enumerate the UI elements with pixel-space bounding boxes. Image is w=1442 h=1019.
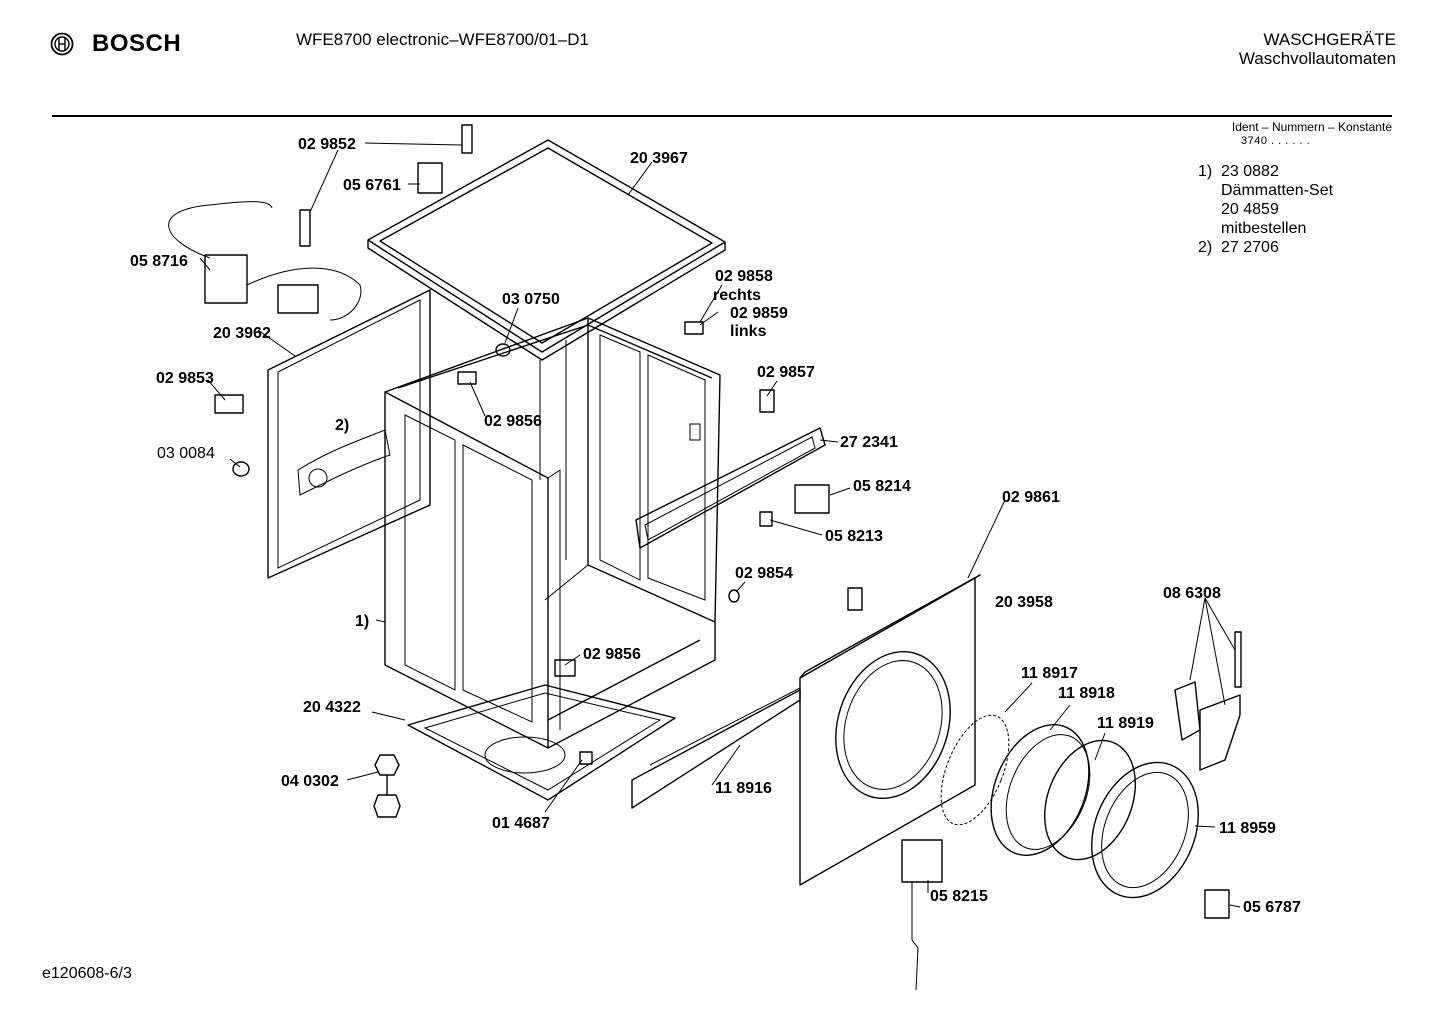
category-subtitle: Waschvollautomaten — [1238, 49, 1396, 68]
part-label-118919: 11 8919 — [1097, 715, 1154, 732]
note-item: 2) 27 2706 — [1198, 238, 1333, 257]
part-label-029853: 02 9853 — [156, 370, 214, 387]
part-label-029858: 02 9858 — [715, 268, 773, 285]
bosch-logo-icon — [50, 32, 74, 56]
notes-list: 1) 23 0882 Dämmatten-Set 20 4859 mitbest… — [1198, 162, 1333, 257]
part-label-058213: 05 8213 — [825, 528, 883, 545]
left-side-panel — [267, 289, 431, 579]
part-label-118918: 11 8918 — [1058, 685, 1115, 702]
note-line: mitbestellen — [1221, 220, 1307, 237]
part-label-204322: 20 4322 — [303, 699, 361, 716]
part-label-058716: 05 8716 — [130, 253, 188, 270]
part-label-058215: 05 8215 — [930, 888, 988, 905]
header-divider — [52, 115, 1392, 117]
part-label-118916: 11 8916 — [715, 780, 772, 797]
part-label-014687: 01 4687 — [492, 815, 550, 832]
note-line: 23 0882 — [1221, 163, 1279, 180]
note-line: 20 4859 — [1221, 201, 1279, 218]
part-label-058214: 05 8214 — [853, 478, 911, 495]
part-label-040302: 04 0302 — [281, 773, 339, 790]
brand-name: BOSCH — [92, 30, 182, 57]
rear-control-panel — [635, 423, 826, 549]
door-ring-assembly — [940, 714, 1199, 899]
part-label-029852: 02 9852 — [298, 136, 356, 153]
part-label-030084: 03 0084 — [157, 445, 215, 462]
part-label-note1: 1) — [355, 613, 369, 630]
part-label-056787: 05 6787 — [1243, 899, 1301, 916]
part-labels: 02 9852 05 6761 20 3967 05 8716 02 9858 … — [130, 136, 1301, 916]
note-key: 2) — [1198, 239, 1213, 256]
part-label-086308: 08 6308 — [1163, 585, 1221, 602]
part-label-029859: 02 9859 — [730, 305, 788, 322]
base-plate — [407, 684, 676, 801]
part-label-029856-bottom: 02 9856 — [583, 646, 641, 663]
bottom-strip — [631, 687, 801, 809]
part-label-118959: 11 8959 — [1219, 820, 1276, 837]
ident-value: 3740 . . . . . . — [1241, 135, 1311, 147]
part-label-203958: 20 3958 — [995, 594, 1053, 611]
category-title: WASCHGERÄTE — [1263, 30, 1396, 49]
part-label-links: links — [730, 323, 767, 340]
part-label-056761: 05 6761 — [343, 177, 401, 194]
part-label-203967: 20 3967 — [630, 150, 688, 167]
page-title: WFE8700 electronic–WFE8700/01–D1 — [296, 30, 589, 49]
top-cover-panel — [367, 139, 726, 361]
note-item: mitbestellen — [1198, 219, 1333, 238]
part-label-029861: 02 9861 — [1002, 489, 1060, 506]
part-label-029854: 02 9854 — [735, 565, 793, 582]
part-label-203962: 20 3962 — [213, 325, 271, 342]
part-label-029856-top: 02 9856 — [484, 413, 542, 430]
ident-heading: Ident – Nummern – Konstante — [1231, 120, 1392, 134]
note-line: 27 2706 — [1221, 239, 1279, 256]
front-door-panel — [799, 574, 981, 886]
note-item: Dämmatten-Set — [1198, 181, 1333, 200]
leader-lines — [199, 142, 1241, 908]
note-key: 1) — [1198, 163, 1213, 180]
brand: BOSCH — [50, 30, 181, 58]
note-item: 20 4859 — [1198, 200, 1333, 219]
hinge-assembly — [1174, 631, 1242, 771]
part-label-note2: 2) — [335, 417, 349, 434]
cabinet-frame — [384, 317, 721, 749]
part-label-030750: 03 0750 — [502, 291, 560, 308]
part-label-118917: 11 8917 — [1021, 665, 1078, 682]
note-line: Dämmatten-Set — [1221, 182, 1334, 199]
part-label-rechts: rechts — [713, 287, 761, 304]
note-item: 1) 23 0882 — [1198, 162, 1333, 181]
part-label-272341: 27 2341 — [840, 434, 898, 451]
document-code: e120608-6/3 — [42, 965, 132, 982]
part-label-029857: 02 9857 — [757, 364, 815, 381]
small-parts — [168, 124, 1230, 991]
